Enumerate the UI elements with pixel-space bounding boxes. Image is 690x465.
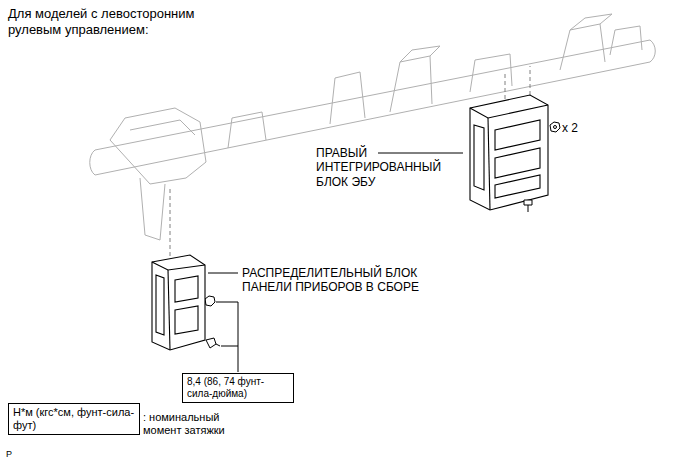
ecu-connector xyxy=(495,175,540,198)
ecu-housing xyxy=(470,95,548,210)
box-text: 8,4 (86, 74 фунт-сила-дюйма) xyxy=(187,376,289,400)
right-ecu-block xyxy=(470,95,548,210)
beam-bracket xyxy=(228,112,266,148)
beam-end xyxy=(650,40,655,62)
nut xyxy=(205,296,215,306)
ecu-connector xyxy=(495,148,540,178)
figure-code: P xyxy=(6,449,26,460)
junction-edge xyxy=(152,262,205,270)
torque-leader xyxy=(216,302,238,372)
junction-housing xyxy=(152,255,205,350)
junction-detail xyxy=(156,275,164,335)
nut-hole xyxy=(554,126,557,129)
beam-bracket xyxy=(560,24,605,70)
beam-bracket xyxy=(570,14,612,30)
beam-bracket xyxy=(610,26,642,55)
leader-line xyxy=(378,153,463,154)
bolt-head xyxy=(206,338,216,348)
title: Для моделей с левосторонним рулевым упра… xyxy=(8,6,208,37)
beam-bracket xyxy=(400,46,440,62)
fasteners xyxy=(205,122,560,348)
torque-leader xyxy=(221,346,238,347)
beam-bracket xyxy=(390,56,432,112)
beam-edge xyxy=(95,40,650,150)
part-name: РАСПРЕДЕЛИТЕЛЬНЫЙ БЛОК ПАНЕЛИ ПРИБОРОВ В… xyxy=(242,266,442,295)
box-text: Н*м (кгс*см, фунт-сила-фут) xyxy=(13,406,135,432)
junction-connector xyxy=(175,306,198,334)
beam-bracket xyxy=(470,54,512,92)
bolt-shank xyxy=(216,344,220,346)
legend-box: Н*м (кгс*см, фунт-сила-фут) xyxy=(8,403,140,435)
cross-car-beam xyxy=(90,14,656,240)
ecu-detail xyxy=(474,125,484,190)
bolt-shank xyxy=(528,205,529,212)
junction-connector xyxy=(175,276,198,302)
ecu-edge xyxy=(470,105,548,118)
ecu-connector xyxy=(495,120,540,150)
ecu-edge xyxy=(488,118,490,210)
nut xyxy=(550,122,560,132)
dashed-guide xyxy=(170,186,171,256)
column-bracket xyxy=(110,108,206,184)
bolt-head xyxy=(524,200,532,205)
quantity-label: x 2 xyxy=(562,121,602,135)
junction-edge xyxy=(168,270,170,350)
torque-box: 8,4 (86, 74 фунт-сила-дюйма) xyxy=(182,373,294,403)
beam-bracket xyxy=(330,72,365,124)
column-bracket xyxy=(130,120,195,135)
dashed-guide xyxy=(505,72,506,99)
beam-edge xyxy=(95,62,650,175)
dashed-guide xyxy=(530,66,531,95)
part-name: ПРАВЫЙ ИНТЕГРИРОВАННЫЙ БЛОК ЭБУ xyxy=(316,146,451,189)
junction-block xyxy=(152,255,205,350)
leader-line xyxy=(208,273,238,274)
lower-brace xyxy=(140,178,165,240)
legend-note: : номинальный момент затяжки xyxy=(143,411,253,437)
beam-end xyxy=(90,150,95,175)
